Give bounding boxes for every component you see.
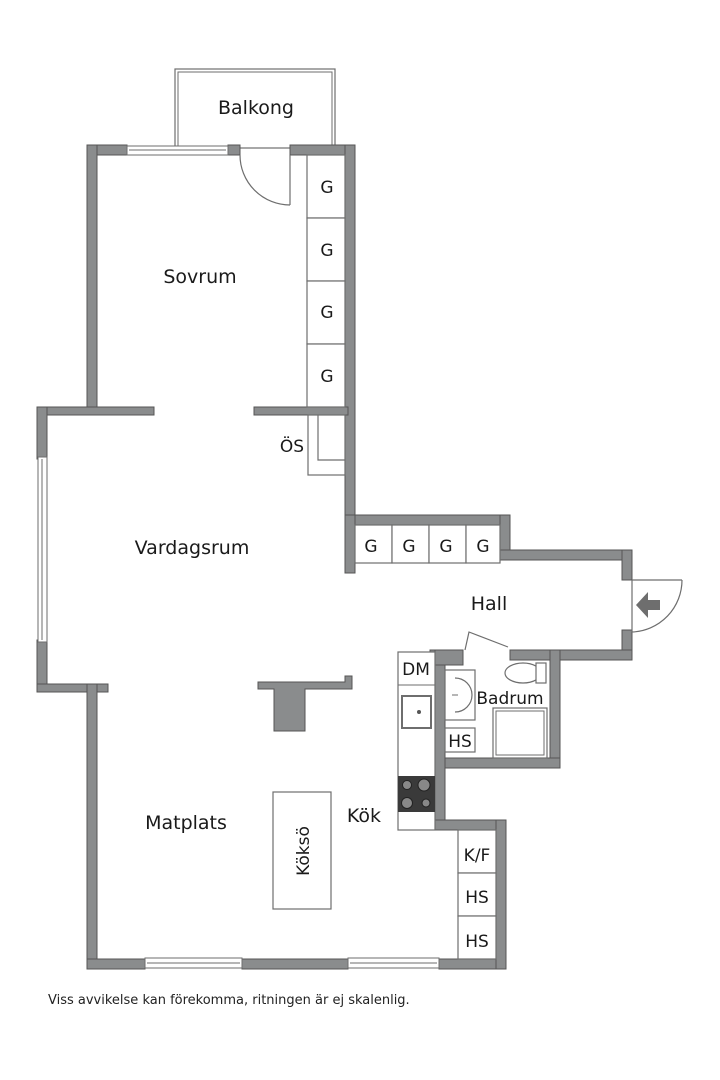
room-label-badrum: Badrum xyxy=(476,689,543,709)
wardrobe-label: G xyxy=(364,537,377,557)
shower-icon xyxy=(492,707,548,759)
hs-label: HS xyxy=(465,888,489,908)
room-label-vardagsrum: Vardagsrum xyxy=(135,537,250,559)
dm-label: DM xyxy=(402,660,430,680)
room-label-kok: Kök xyxy=(347,805,381,827)
sovrum-wardrobes: G G G G xyxy=(306,154,346,408)
disclaimer-text: Viss avvikelse kan förekomma, ritningen … xyxy=(48,993,410,1008)
sink-icon xyxy=(417,710,421,714)
wardrobe-label: G xyxy=(439,537,452,557)
os-label: ÖS xyxy=(280,435,304,457)
kitchen-island: Köksö xyxy=(272,791,332,910)
wardrobe-label: G xyxy=(320,178,333,198)
walls xyxy=(36,144,633,970)
entrance-arrow-icon xyxy=(636,592,660,618)
bathroom-door[interactable] xyxy=(464,631,509,651)
hs-label: HS xyxy=(465,932,489,952)
os-cabinet: ÖS xyxy=(280,414,346,476)
windows xyxy=(37,145,440,969)
kf-label: K/F xyxy=(464,846,491,866)
wardrobe-label: G xyxy=(402,537,415,557)
hs-bath-label: HS xyxy=(448,732,472,752)
room-label-sovrum: Sovrum xyxy=(163,266,236,288)
entrance-door[interactable] xyxy=(631,579,683,633)
kitchen-counter: DM xyxy=(397,651,436,831)
bathroom: HS Badrum xyxy=(444,662,548,759)
appliances-column: K/F HS HS xyxy=(457,829,497,960)
balcony: Balkong xyxy=(174,68,336,149)
wardrobe-label: G xyxy=(476,537,489,557)
room-label-balkong: Balkong xyxy=(218,97,294,119)
wardrobe-label: G xyxy=(320,367,333,387)
wardrobe-label: G xyxy=(320,241,333,261)
balcony-door[interactable] xyxy=(239,154,291,206)
room-label-matplats: Matplats xyxy=(145,812,227,834)
room-label-hall: Hall xyxy=(471,593,508,615)
wardrobe-label: G xyxy=(320,303,333,323)
island-label: Köksö xyxy=(294,826,314,876)
hall-wardrobes: G G G G xyxy=(354,524,501,564)
